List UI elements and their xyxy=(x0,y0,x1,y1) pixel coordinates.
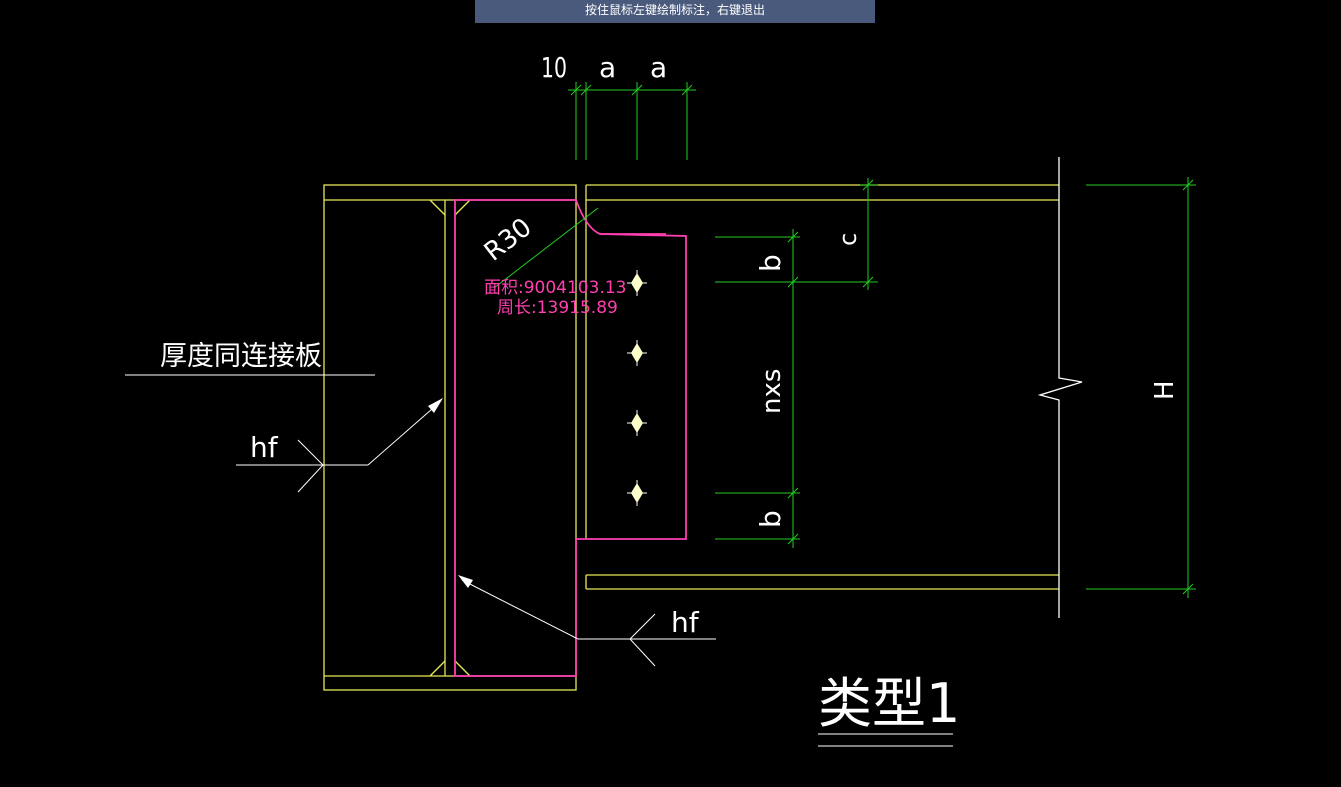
dim-label-b-top: b xyxy=(754,254,787,272)
dim-label-nxs: nxs xyxy=(757,369,787,414)
perimeter-label: 周长:13915.89 xyxy=(497,298,618,318)
command-hint-bar: 按住鼠标左键绘制标注，右键退出 xyxy=(475,0,875,23)
bolt xyxy=(627,340,647,366)
dim-label-a-2: a xyxy=(650,51,667,84)
dim-label-10: 10 xyxy=(541,51,567,84)
type-underline xyxy=(818,733,953,747)
weld-symbol-right xyxy=(461,579,716,667)
radius-leader xyxy=(493,207,599,289)
dim-label-a-1: a xyxy=(599,51,616,84)
bolt xyxy=(627,480,647,506)
dim-label-b-bottom: b xyxy=(754,510,787,528)
bolt xyxy=(627,270,647,296)
connection-plate xyxy=(454,199,687,677)
weld-label-right: hf xyxy=(671,606,700,639)
beam-outline xyxy=(585,184,1059,590)
weld-arrow-right xyxy=(458,575,473,588)
top-dimensions xyxy=(568,82,696,160)
right-dimensions xyxy=(715,178,878,548)
weld-symbol-left xyxy=(236,401,441,493)
height-dimension xyxy=(1086,177,1196,598)
radius-label: R30 xyxy=(479,212,538,267)
area-label: 面积:9004103.13 xyxy=(484,278,626,298)
command-hint-text: 按住鼠标左键绘制标注，右键退出 xyxy=(584,3,765,17)
dim-label-c: c xyxy=(834,233,862,246)
weld-arrow-left xyxy=(428,398,443,413)
bolt-group xyxy=(627,270,647,506)
type-label: 类型1 xyxy=(818,672,960,735)
dim-label-H: H xyxy=(1150,380,1180,400)
break-line xyxy=(1037,157,1083,618)
plate-thickness-label: 厚度同连接板 xyxy=(160,341,322,372)
bolt xyxy=(627,410,647,436)
weld-label-left: hf xyxy=(250,431,279,464)
column-outline xyxy=(323,184,577,691)
